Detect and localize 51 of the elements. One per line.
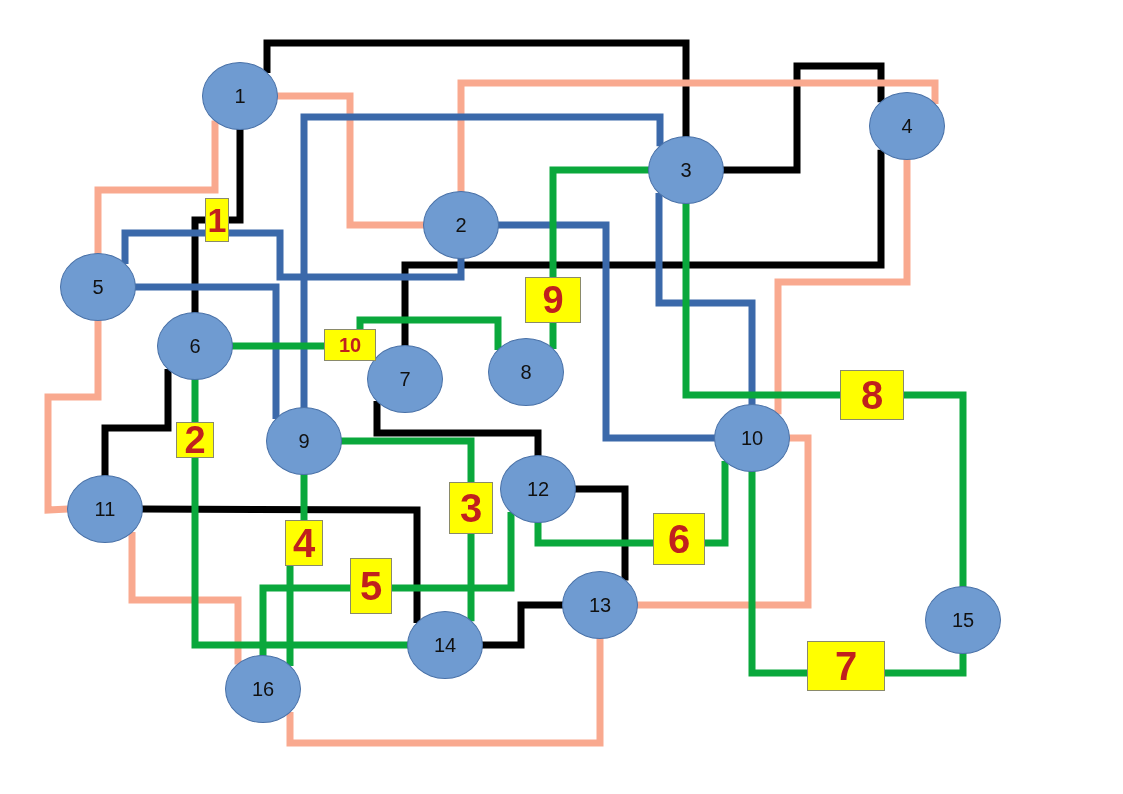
edge-label: 8 — [840, 370, 904, 420]
connector-line — [482, 601, 563, 649]
node-number: 13 — [588, 593, 612, 617]
connector-line — [128, 531, 242, 665]
connector-line — [655, 192, 756, 405]
connector-line — [373, 401, 542, 456]
node-number: 15 — [951, 608, 975, 632]
edge-label: 6 — [653, 513, 705, 565]
node-number: 7 — [399, 367, 411, 391]
node-number: 2 — [455, 213, 467, 237]
node-number: 4 — [901, 114, 913, 138]
connector-line — [259, 511, 515, 656]
node-number: 1 — [234, 84, 246, 108]
edge-label: 4 — [285, 520, 323, 566]
connector-line — [682, 203, 967, 587]
connector-line — [277, 92, 424, 229]
connector-line — [457, 79, 939, 192]
connector-line — [44, 320, 102, 514]
connector-line — [774, 159, 911, 415]
edge-label: 7 — [807, 641, 885, 691]
edge-label: 9 — [525, 277, 581, 323]
node-number: 11 — [94, 497, 116, 521]
connector-line — [191, 379, 408, 649]
connector-line — [263, 39, 690, 137]
node-number: 5 — [92, 275, 104, 299]
connector-line — [135, 283, 280, 419]
node-number: 6 — [189, 334, 201, 358]
connector-line — [191, 129, 244, 313]
edge-label: 5 — [350, 558, 392, 614]
node-number: 8 — [520, 360, 532, 384]
connector-line — [94, 120, 219, 254]
edge-label: 2 — [176, 422, 214, 458]
edge-label: 10 — [324, 329, 376, 361]
connector-line — [101, 368, 172, 476]
connector-line — [121, 229, 465, 281]
connector-line — [575, 485, 629, 581]
node-number: 16 — [251, 677, 275, 701]
connector-line — [498, 221, 715, 442]
node-number: 9 — [298, 429, 310, 453]
connector-line — [300, 113, 664, 408]
connector-line — [401, 149, 885, 346]
node-number: 3 — [680, 158, 692, 182]
connector-line — [286, 638, 604, 747]
connector-line — [723, 62, 885, 174]
edge-label: 3 — [449, 482, 493, 534]
node-number: 10 — [740, 426, 764, 450]
edge-label: 1 — [205, 198, 229, 242]
connector-line — [637, 434, 812, 609]
node-number: 14 — [433, 633, 457, 657]
connector-line — [142, 505, 421, 623]
node-number: 12 — [526, 477, 550, 501]
